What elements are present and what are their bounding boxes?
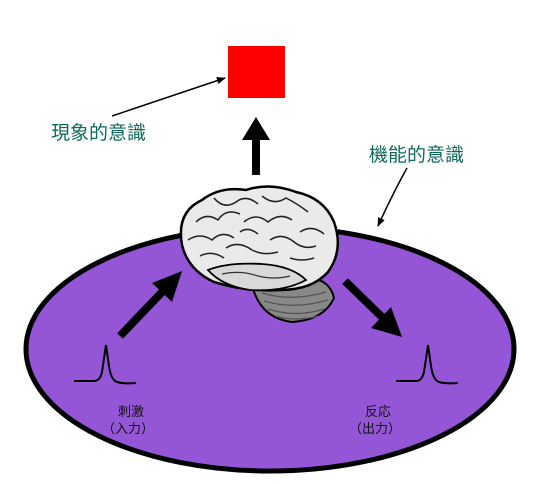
stimulus-sublabel: （入力）: [102, 422, 154, 437]
functional-label: 機能的意識: [369, 144, 464, 166]
qualia-square: [228, 46, 285, 98]
response-label: 反応: [365, 405, 391, 420]
brain-icon: [179, 185, 340, 324]
phenomenal-label: 現象的意識: [51, 122, 146, 144]
response-sublabel: （出力）: [349, 422, 401, 437]
spike-icon: [396, 344, 459, 385]
functional-pointer: [377, 167, 408, 227]
stimulus-arrow: [117, 271, 182, 339]
spike-icon: [74, 344, 137, 385]
up-arrow: [242, 117, 270, 175]
response-arrow: [342, 278, 402, 337]
phenomenal-pointer: [111, 77, 226, 117]
stimulus-label: 刺激: [118, 405, 144, 420]
